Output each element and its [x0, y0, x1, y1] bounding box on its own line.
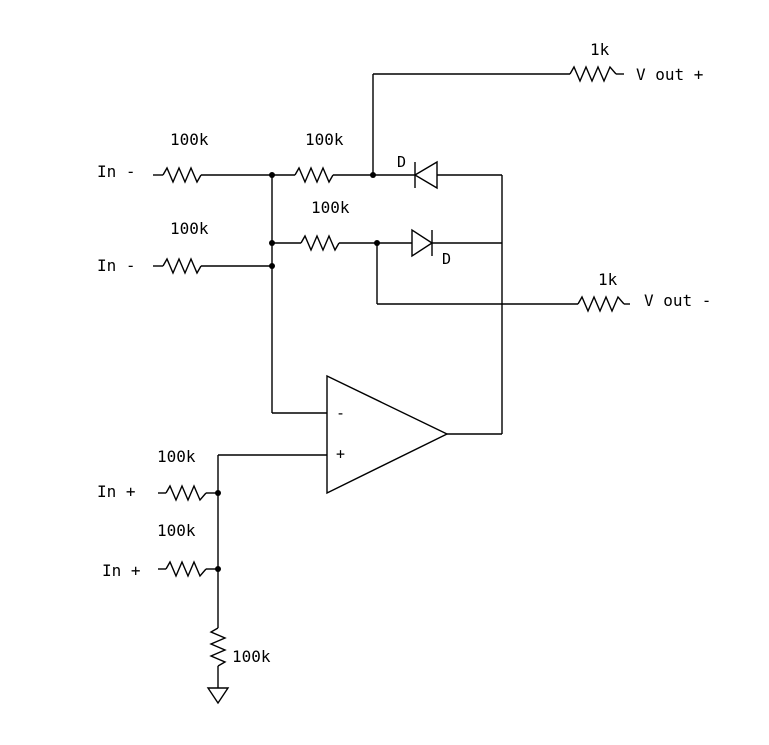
- in-plus-1-branch: In + 100k: [97, 447, 218, 502]
- ground-branch: 100k: [206, 627, 271, 705]
- junction-dot: [269, 172, 275, 178]
- resistor-in-plus-1-label: 100k: [157, 447, 196, 466]
- resistor-ground: [209, 627, 227, 667]
- junction-dots: [215, 172, 380, 572]
- feedback-mid-branch: 100k: [272, 198, 412, 252]
- diode-top: D: [397, 153, 502, 190]
- resistor-feedback-top: [294, 166, 334, 184]
- op-amp-inverting-sign: -: [336, 404, 345, 422]
- in-plus-2-label: In +: [102, 561, 141, 580]
- ground-icon: [206, 687, 230, 705]
- v-out-plus-label: V out +: [636, 65, 703, 84]
- v-out-minus-label: V out -: [644, 291, 711, 310]
- in-minus-1-label: In -: [97, 162, 136, 181]
- resistor-in-minus-2-label: 100k: [170, 219, 209, 238]
- diode-bottom: D: [411, 228, 502, 268]
- resistor-out-plus-label: 1k: [590, 40, 610, 59]
- resistor-in-plus-1: [165, 484, 207, 502]
- resistor-in-plus-2: [165, 560, 207, 578]
- resistor-in-minus-1: [162, 166, 202, 184]
- v-out-minus-branch: 1k V out -: [376, 243, 711, 313]
- in-minus-1-branch: In - 100k: [97, 130, 295, 184]
- resistor-feedback-mid-label: 100k: [311, 198, 350, 217]
- op-amp: - +: [326, 374, 449, 495]
- diode-bottom-label: D: [442, 250, 451, 268]
- v-out-plus-branch: 1k V out +: [372, 40, 703, 175]
- inverting-node-wire: [271, 175, 327, 414]
- op-amp-noninverting-sign: +: [336, 445, 345, 463]
- in-plus-1-label: In +: [97, 482, 136, 501]
- junction-dot: [370, 172, 376, 178]
- junction-dot: [374, 240, 380, 246]
- diode-top-label: D: [397, 153, 406, 171]
- resistor-feedback-mid: [300, 234, 340, 252]
- resistor-feedback-top-label: 100k: [305, 130, 344, 149]
- output-trunk: [447, 175, 503, 435]
- junction-dot: [269, 240, 275, 246]
- resistor-in-minus-1-label: 100k: [170, 130, 209, 149]
- feedback-top-branch: 100k: [294, 130, 415, 184]
- resistor-out-minus: [577, 295, 625, 313]
- junction-dot: [215, 490, 221, 496]
- resistor-in-minus-2: [162, 257, 202, 275]
- junction-dot: [215, 566, 221, 572]
- resistor-in-plus-2-label: 100k: [157, 521, 196, 540]
- resistor-ground-label: 100k: [232, 647, 271, 666]
- in-plus-2-branch: In + 100k: [102, 521, 218, 580]
- junction-dot: [269, 263, 275, 269]
- noninverting-node-wire: [217, 454, 327, 628]
- in-minus-2-branch: In - 100k: [97, 219, 272, 275]
- in-minus-2-label: In -: [97, 256, 136, 275]
- resistor-out-plus: [569, 65, 617, 83]
- resistor-out-minus-label: 1k: [598, 270, 618, 289]
